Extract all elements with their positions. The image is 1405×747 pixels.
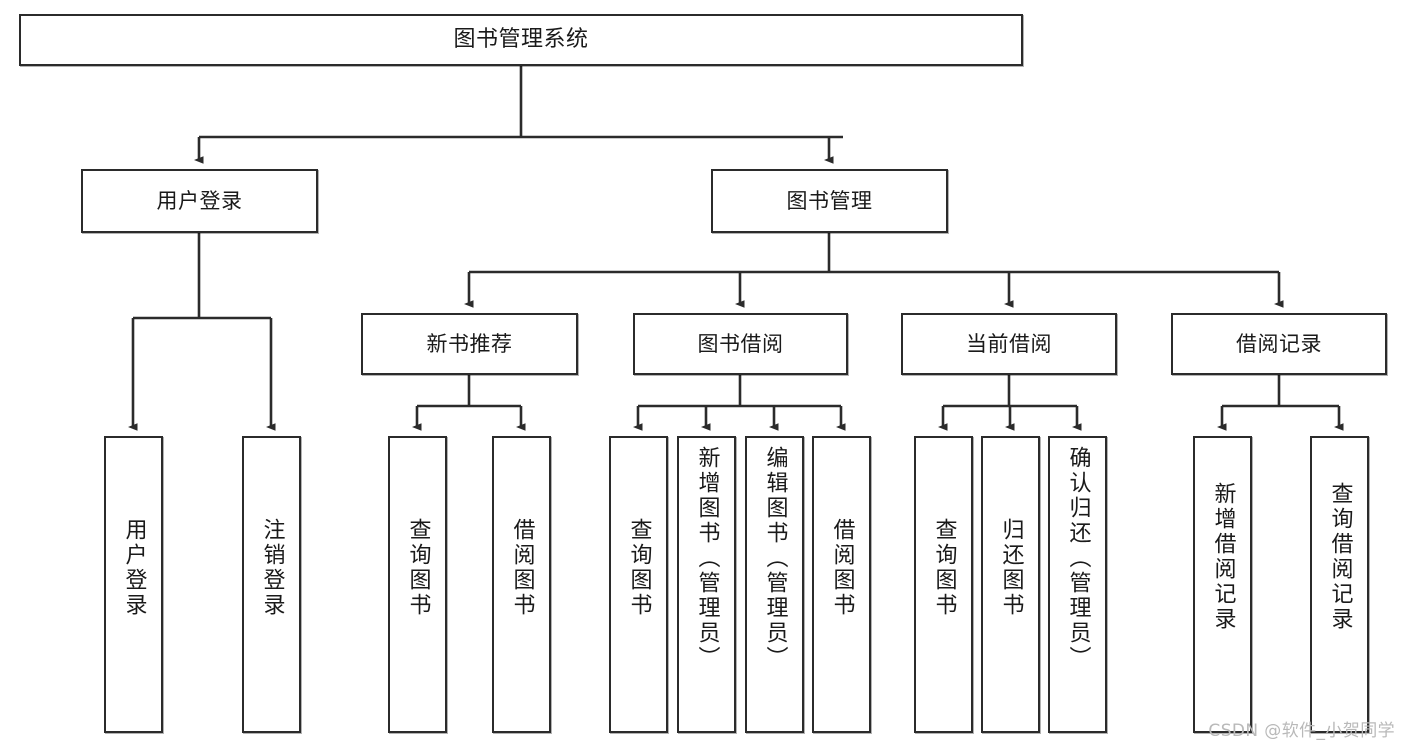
node-leaf-query-book-2-label: 查询图书: [626, 518, 652, 618]
node-leaf-query-record-label: 查询借阅记录: [1327, 482, 1353, 632]
node-leaf-logout-label: 注销登录: [259, 518, 285, 618]
csdn-watermark: CSDN @软件_小贺同学: [1208, 721, 1395, 741]
node-leaf-user-login-label: 用户登录: [121, 518, 147, 618]
node-borrow-record[interactable]: 借阅记录: [1171, 313, 1387, 375]
node-leaf-query-book-1[interactable]: 查询图书: [388, 436, 447, 733]
node-leaf-add-record-label: 新增借阅记录: [1210, 482, 1236, 632]
node-root-label: 图书管理系统: [453, 27, 589, 53]
node-book-manage-label: 图书管理: [786, 188, 873, 213]
node-leaf-borrow-book-1[interactable]: 借阅图书: [492, 436, 551, 733]
node-leaf-logout[interactable]: 注销登录: [242, 436, 301, 733]
node-leaf-return-book-label: 归还图书: [998, 518, 1024, 618]
node-leaf-borrow-book-2[interactable]: 借阅图书: [812, 436, 871, 733]
node-leaf-confirm-return-label: 确认归还（管理员）: [1065, 446, 1091, 671]
node-leaf-query-record[interactable]: 查询借阅记录: [1310, 436, 1369, 733]
node-user-login[interactable]: 用户登录: [81, 169, 318, 233]
node-leaf-borrow-book-1-label: 借阅图书: [509, 518, 535, 618]
node-leaf-query-book-1-label: 查询图书: [405, 518, 431, 618]
node-leaf-query-book-3-label: 查询图书: [931, 518, 957, 618]
node-root[interactable]: 图书管理系统: [19, 14, 1023, 66]
node-leaf-user-login[interactable]: 用户登录: [104, 436, 163, 733]
node-book-borrow[interactable]: 图书借阅: [633, 313, 848, 375]
node-leaf-borrow-book-2-label: 借阅图书: [829, 518, 855, 618]
node-book-borrow-label: 图书借阅: [697, 331, 784, 356]
node-leaf-edit-book[interactable]: 编辑图书（管理员）: [745, 436, 804, 733]
node-book-manage[interactable]: 图书管理: [711, 169, 948, 233]
node-leaf-return-book[interactable]: 归还图书: [981, 436, 1040, 733]
node-user-login-label: 用户登录: [156, 188, 243, 213]
node-new-book-rec[interactable]: 新书推荐: [361, 313, 578, 375]
node-leaf-query-book-3[interactable]: 查询图书: [914, 436, 973, 733]
node-new-book-rec-label: 新书推荐: [426, 331, 513, 356]
node-leaf-add-book[interactable]: 新增图书（管理员）: [677, 436, 736, 733]
node-leaf-query-book-2[interactable]: 查询图书: [609, 436, 668, 733]
node-leaf-edit-book-label: 编辑图书（管理员）: [762, 446, 788, 671]
node-current-borrow[interactable]: 当前借阅: [901, 313, 1117, 375]
node-current-borrow-label: 当前借阅: [966, 331, 1052, 356]
node-leaf-add-book-label: 新增图书（管理员）: [694, 446, 720, 671]
node-leaf-confirm-return[interactable]: 确认归还（管理员）: [1048, 436, 1107, 733]
node-leaf-add-record[interactable]: 新增借阅记录: [1193, 436, 1252, 733]
node-borrow-record-label: 借阅记录: [1236, 331, 1322, 356]
